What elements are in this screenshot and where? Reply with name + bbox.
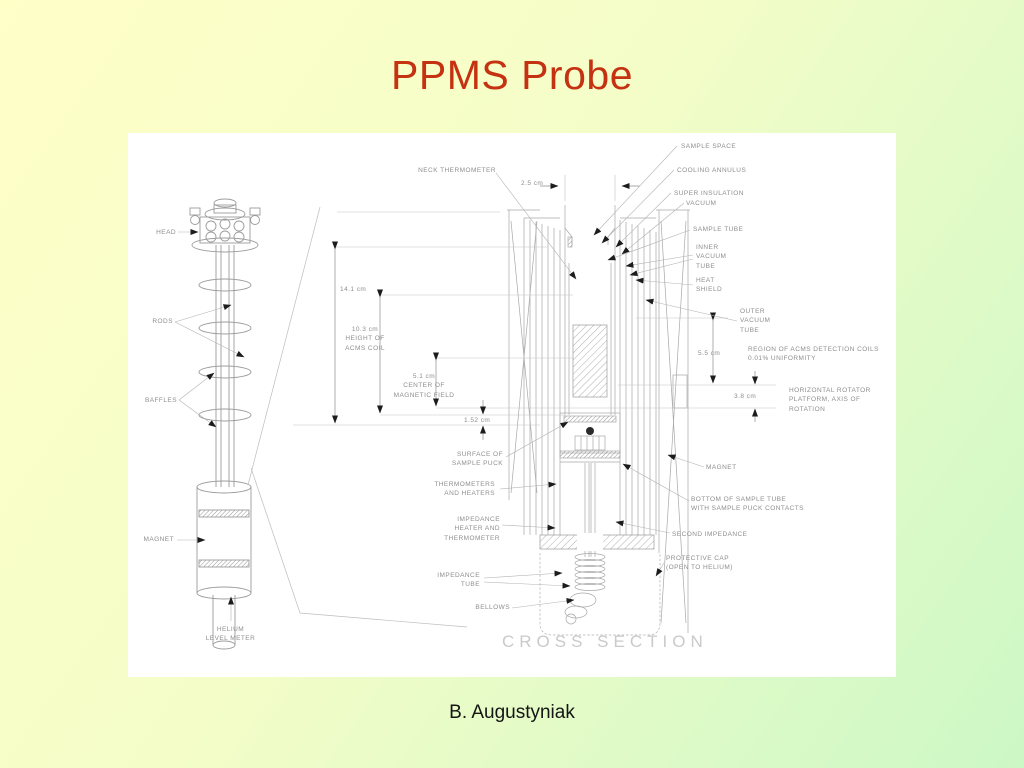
label-bellows: BELLOWS bbox=[475, 604, 510, 611]
label-surface-sample-puck: SURFACE OF SAMPLE PUCK bbox=[451, 451, 503, 468]
label-thermometers-heaters: THERMOMETERS AND HEATERS bbox=[434, 481, 495, 498]
cross-section-body bbox=[507, 205, 690, 636]
label-sample-tube: SAMPLE TUBE bbox=[693, 226, 744, 233]
dimension-neck-width: 2.5 cm bbox=[521, 180, 544, 187]
label-horizontal-rotator: HORIZONTAL ROTATOR PLATFORM, AXIS OF ROT… bbox=[789, 387, 871, 413]
dimension-lines bbox=[293, 175, 776, 440]
dimension-acms-height: 10.3 cm HEIGHT OF ACMS COIL bbox=[345, 326, 385, 352]
slide-author: B. Augustyniak bbox=[449, 702, 575, 723]
label-impedance-tube: IMPEDANCE TUBE bbox=[437, 572, 480, 589]
magnification-cone-lines bbox=[247, 206, 468, 628]
label-rods: RODS bbox=[152, 318, 173, 325]
label-protective-cap: PROTECTIVE CAP (OPEN TO HELIUM) bbox=[666, 555, 733, 572]
label-sample-space: SAMPLE SPACE bbox=[681, 143, 737, 150]
label-outer-vacuum-tube: OUTER VACUUM TUBE bbox=[740, 308, 771, 334]
diagram-panel: HEAD RODS BAFFLES MAGNET HELIUM LEVEL ME… bbox=[128, 133, 896, 677]
label-helium-level-meter: HELIUM LEVEL METER bbox=[205, 626, 256, 643]
label-cooling-annulus: COOLING ANNULUS bbox=[677, 167, 747, 174]
dimension-coil-top: 14.1 cm bbox=[340, 286, 367, 293]
cross-section-caption: CROSS SECTION bbox=[502, 632, 708, 651]
label-baffles: BAFFLES bbox=[144, 397, 177, 404]
label-inner-vacuum-tube: INNER VACUUM TUBE bbox=[696, 244, 727, 270]
label-neck-thermometer: NECK THERMOMETER bbox=[418, 167, 496, 174]
label-region-acms: REGION OF ACMS DETECTION COILS 0.01% UNI… bbox=[748, 346, 879, 363]
label-heat-shield: HEAT SHIELD bbox=[696, 277, 723, 294]
label-magnet-left: MAGNET bbox=[143, 536, 174, 543]
dimension-detection-region: 5.5 cm bbox=[698, 350, 721, 357]
left-probe-drawing bbox=[189, 198, 261, 650]
dimension-field-center: 5.1 cm CENTER OF MAGNETIC FIELD bbox=[393, 373, 455, 399]
label-magnet-right: MAGNET bbox=[706, 464, 737, 471]
dimension-puck-offset: 1.52 cm bbox=[464, 417, 491, 424]
dimension-rotator-offset: 3.8 cm bbox=[734, 393, 757, 400]
label-head: HEAD bbox=[156, 229, 176, 236]
probe-cross-section-drawing bbox=[174, 145, 776, 650]
slide-title: PPMS Probe bbox=[391, 52, 633, 98]
label-second-impedance: SECOND IMPEDANCE bbox=[672, 531, 748, 538]
label-bottom-sample-tube: BOTTOM OF SAMPLE TUBE WITH SAMPLE PUCK C… bbox=[691, 496, 804, 513]
label-leader-lines bbox=[174, 145, 738, 621]
label-vacuum: VACUUM bbox=[686, 200, 717, 207]
label-super-insulation: SUPER INSULATION bbox=[674, 190, 744, 197]
label-impedance-heater: IMPEDANCE HEATER AND THERMOMETER bbox=[444, 516, 500, 542]
